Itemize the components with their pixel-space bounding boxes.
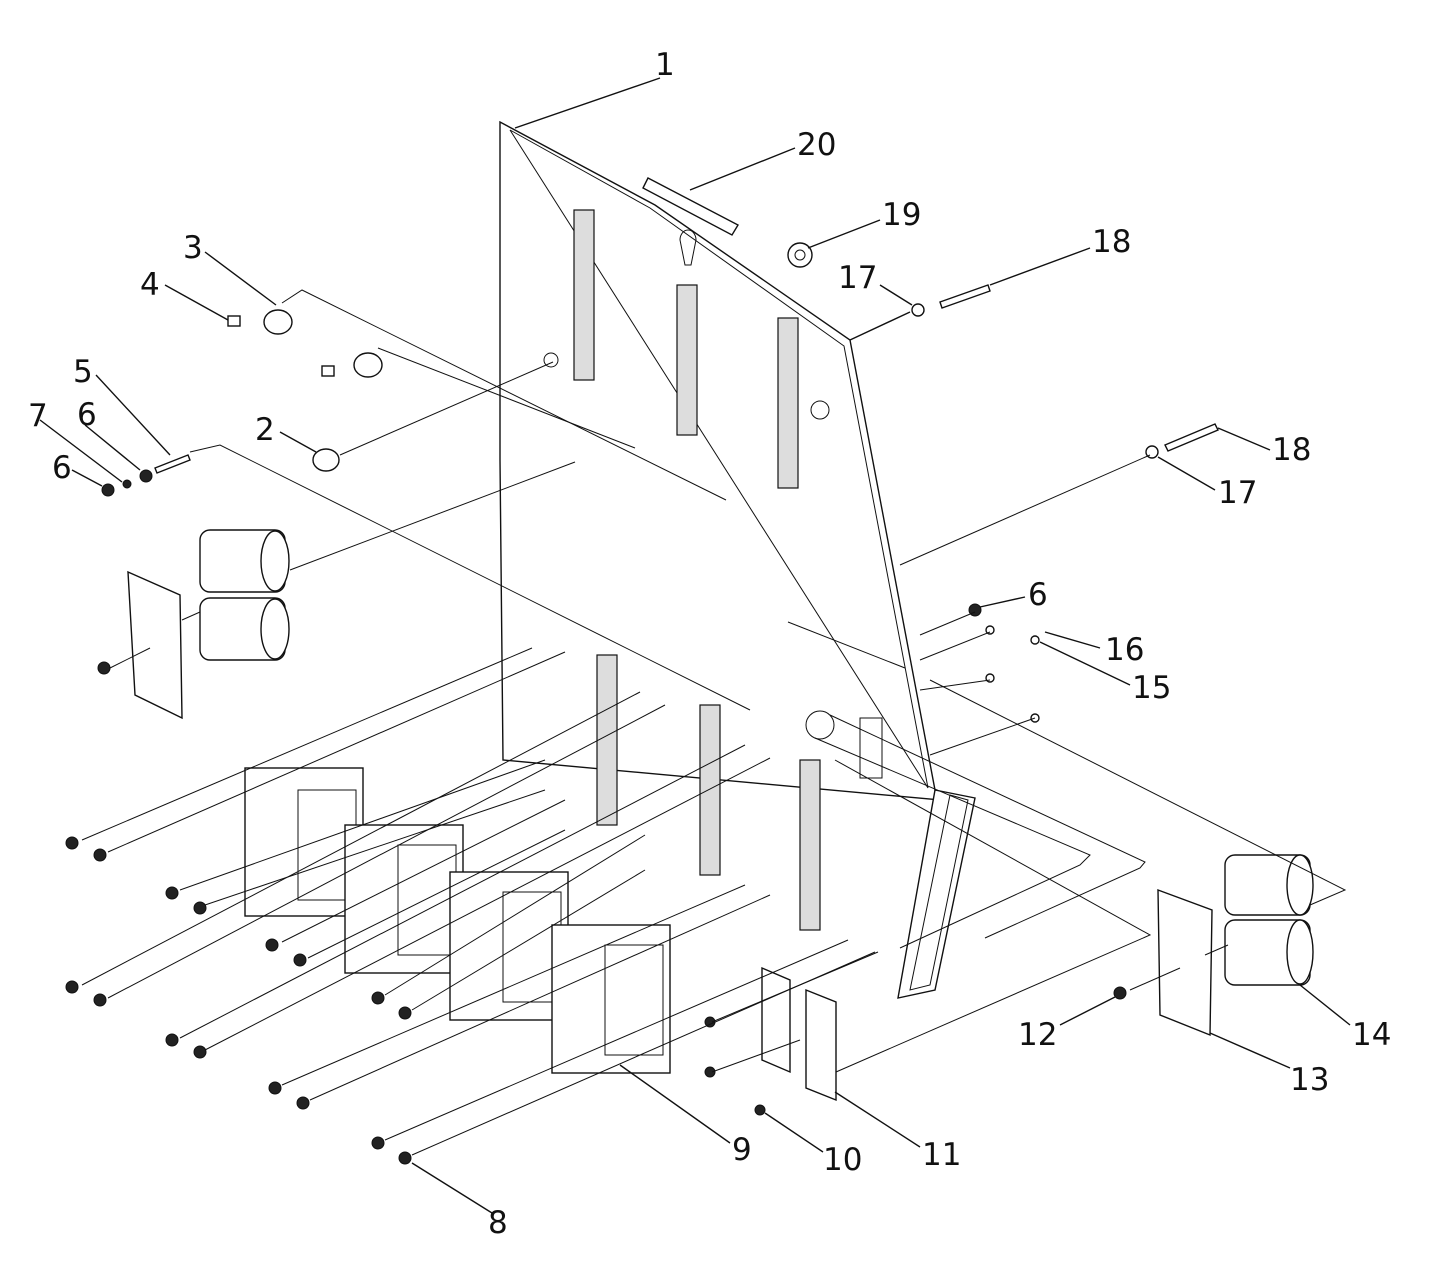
callout-6-left-lower: 6 (52, 450, 72, 486)
callout-9: 9 (732, 1132, 752, 1168)
mounting-bolts (65, 836, 412, 1165)
callout-17-top: 17 (838, 260, 877, 296)
callout-18-right: 18 (1272, 432, 1311, 468)
leader-lines (39, 77, 1351, 1214)
callout-7: 7 (28, 398, 48, 434)
assembly-lines (81, 289, 1347, 1156)
left-capacitor-assembly (97, 529, 290, 720)
cable-clamps (227, 309, 383, 472)
callout-15: 15 (1132, 670, 1171, 706)
callout-10: 10 (823, 1142, 862, 1178)
small-hardware-set (101, 454, 191, 497)
callout-16: 16 (1105, 632, 1144, 668)
callout-labels: 1 2 3 4 5 6 7 6 8 9 10 11 12 13 14 15 16… (28, 47, 1391, 1241)
callout-4: 4 (140, 267, 160, 303)
top-channel (642, 177, 739, 236)
right-capacitor-assembly (1113, 854, 1314, 1037)
right-side-hardware (968, 603, 1040, 723)
callout-6-left-upper: 6 (77, 397, 97, 433)
transformers (244, 767, 671, 1074)
right-support-bracket (897, 789, 976, 999)
washer-and-standoff-top (911, 284, 991, 317)
callout-20: 20 (797, 127, 836, 163)
callout-8: 8 (488, 1205, 508, 1241)
callout-1: 1 (655, 47, 675, 83)
terminal-plates (704, 966, 837, 1116)
callout-5: 5 (73, 354, 93, 390)
callout-14: 14 (1352, 1017, 1391, 1053)
callout-6-right: 6 (1028, 577, 1048, 613)
nut (787, 242, 813, 268)
callout-13: 13 (1290, 1062, 1329, 1098)
callout-12: 12 (1018, 1017, 1057, 1053)
callout-19: 19 (882, 197, 921, 233)
callout-11: 11 (922, 1137, 961, 1173)
washer-and-standoff-right (1145, 423, 1219, 459)
back-panel (499, 120, 942, 931)
callout-3: 3 (183, 230, 203, 266)
callout-17-right: 17 (1218, 475, 1257, 511)
callout-18-top: 18 (1092, 224, 1131, 260)
callout-2: 2 (255, 412, 275, 448)
